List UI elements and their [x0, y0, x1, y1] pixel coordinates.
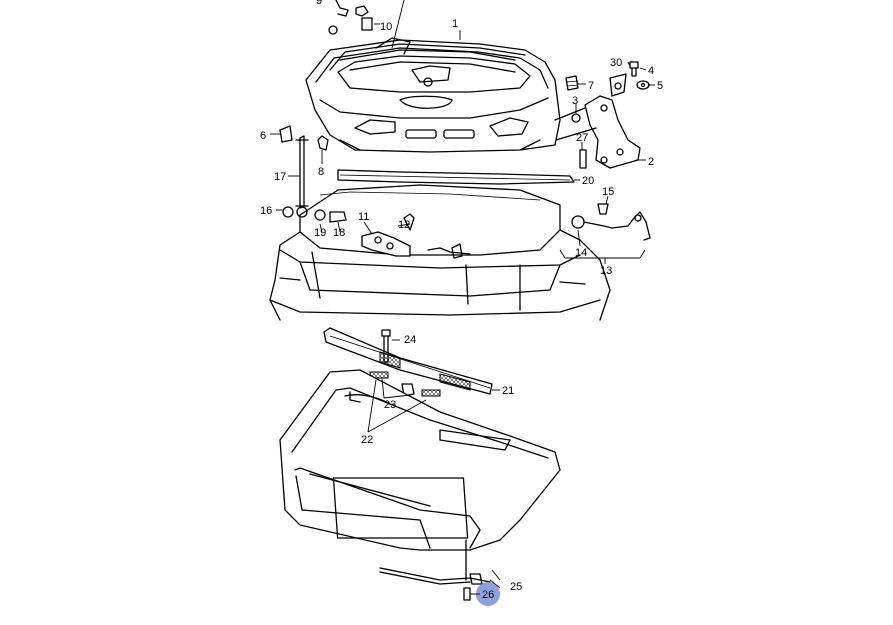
callout-8[interactable]: 8	[318, 166, 324, 178]
callout-22[interactable]: 22	[361, 434, 373, 446]
hood-assembly	[279, 327, 561, 601]
callout-25[interactable]: 25	[510, 581, 522, 593]
callout-15[interactable]: 15	[602, 186, 614, 198]
callout-20[interactable]: 20	[582, 175, 594, 187]
callout-3[interactable]: 3	[572, 95, 578, 107]
hood-panel[interactable]	[279, 369, 561, 551]
callout-10[interactable]: 10	[380, 21, 392, 33]
callout-24[interactable]: 24	[404, 334, 416, 346]
seal-strip-20	[337, 169, 575, 185]
trunk-body	[269, 184, 651, 321]
callout-18[interactable]: 18	[333, 227, 345, 239]
hinge-right	[279, 61, 650, 169]
callout-17[interactable]: 17	[274, 171, 286, 183]
leader-lines	[270, 30, 655, 589]
callout-5[interactable]: 5	[657, 80, 663, 92]
callout-12[interactable]: 12	[398, 219, 410, 231]
callout-4[interactable]: 4	[648, 65, 654, 77]
callout-16[interactable]: 16	[260, 205, 272, 217]
trunk-lid-assembly	[305, 37, 561, 153]
lock-latch[interactable]	[361, 231, 411, 257]
callout-2[interactable]: 2	[648, 156, 654, 168]
seal-strip[interactable]	[337, 169, 575, 185]
callout-6[interactable]: 6	[260, 130, 266, 142]
callout-13[interactable]: 13	[600, 265, 612, 277]
callout-1[interactable]: 1	[452, 18, 458, 30]
gas-strut-17	[282, 135, 309, 218]
callout-23[interactable]: 23	[384, 399, 396, 411]
callout-26-highlight[interactable]	[476, 582, 500, 606]
callout-7[interactable]: 7	[588, 80, 594, 92]
callout-21[interactable]: 21	[502, 385, 514, 397]
fastener-group-9-10	[328, 0, 405, 49]
callout-26[interactable]: 26	[482, 589, 494, 601]
callout-9[interactable]: 9	[316, 0, 322, 7]
callout-30[interactable]: 30	[610, 57, 622, 69]
callout-14[interactable]: 14	[575, 247, 587, 259]
callout-27[interactable]: 27	[576, 132, 588, 144]
callout-19[interactable]: 19	[314, 227, 326, 239]
hinge-bracket[interactable]	[584, 95, 641, 169]
callout-11[interactable]: 11	[358, 211, 369, 223]
callout-labels: 1 10 9 30 4 5 7 3 27 2 6 8 17 20 15 16 1…	[260, 0, 663, 606]
